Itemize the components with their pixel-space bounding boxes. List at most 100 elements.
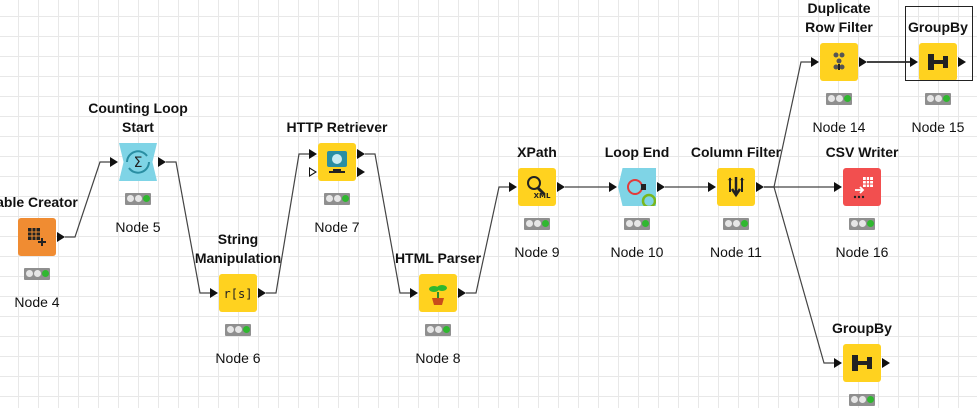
output-port[interactable]: [258, 288, 266, 298]
node-body[interactable]: Column Filter ++ Node 11: [676, 144, 796, 260]
connection-line[interactable]: [466, 186, 509, 294]
duplicate-filter-icon[interactable]: [820, 43, 858, 81]
node-title: GroupBy: [908, 19, 968, 35]
input-port[interactable]: [210, 288, 218, 298]
node-status-traffic-light: [24, 268, 50, 280]
plant-parser-icon[interactable]: [419, 274, 457, 312]
node-status-traffic-light: [125, 193, 151, 205]
output-port[interactable]: [859, 57, 867, 67]
node-status-traffic-light: [925, 93, 951, 105]
node-title: CSV Writer: [825, 144, 899, 160]
sigma-loop-icon[interactable]: Σ: [119, 143, 157, 181]
input-port[interactable]: [410, 288, 418, 298]
output-port[interactable]: [756, 182, 764, 192]
node-body[interactable]: String Manipulation r[s] Node 6: [178, 231, 298, 366]
node-label: Node 7: [314, 219, 360, 235]
input-port[interactable]: [609, 182, 617, 192]
output-port[interactable]: [57, 232, 65, 242]
svg-text:XML: XML: [534, 192, 551, 200]
input-port[interactable]: [309, 149, 317, 159]
node-status-traffic-light: [425, 324, 451, 336]
output-port[interactable]: [357, 167, 365, 177]
output-port[interactable]: [357, 149, 365, 159]
node-status-traffic-light: [524, 218, 550, 230]
node-label: Node 14: [812, 119, 866, 135]
connection-line[interactable]: [764, 186, 834, 364]
input-port[interactable]: [910, 57, 918, 67]
node-status-traffic-light: [723, 218, 749, 230]
workflow-node[interactable]: String Manipulation r[s] Node 6: [178, 231, 298, 366]
groupby-icon[interactable]: [919, 43, 957, 81]
node-status-traffic-light: [225, 324, 251, 336]
node-label: Node 5: [115, 219, 161, 235]
output-port[interactable]: [657, 182, 665, 192]
xml-search-icon[interactable]: XML: [518, 168, 556, 206]
workflow-node[interactable]: Column Filter ++ Node 11: [676, 144, 796, 260]
node-status-traffic-light: [849, 394, 875, 406]
node-label: Node 6: [215, 350, 261, 366]
node-label: Node 4: [14, 294, 60, 310]
svg-text:r[s]: r[s]: [224, 287, 253, 301]
string-function-icon[interactable]: r[s]: [219, 274, 257, 312]
csv-writer-icon[interactable]: [843, 168, 881, 206]
node-title: HTTP Retriever: [286, 119, 388, 135]
node-title: HTML Parser: [394, 250, 482, 266]
input-port[interactable]: [309, 167, 317, 177]
output-port[interactable]: [458, 288, 466, 298]
input-port[interactable]: [110, 157, 118, 167]
svg-text:Σ: Σ: [134, 155, 143, 171]
output-port[interactable]: [557, 182, 565, 192]
node-label: Node 16: [835, 244, 889, 260]
groupby-icon[interactable]: [843, 344, 881, 382]
connection-line[interactable]: [65, 161, 110, 238]
input-port[interactable]: [708, 182, 716, 192]
input-port[interactable]: [509, 182, 517, 192]
node-title: Column Filter: [690, 144, 782, 160]
input-port[interactable]: [834, 358, 842, 368]
table-plus-icon[interactable]: [18, 218, 56, 256]
node-label: Node 8: [415, 350, 461, 366]
http-monitor-icon[interactable]: [318, 143, 356, 181]
loop-end-icon[interactable]: [618, 168, 656, 206]
output-port[interactable]: [882, 358, 890, 368]
input-port[interactable]: [834, 182, 842, 192]
node-label: Node 15: [911, 119, 965, 135]
node-title: String Manipulation: [194, 231, 282, 266]
node-label: Node 11: [710, 244, 762, 260]
connection-line[interactable]: [266, 153, 309, 294]
output-port[interactable]: [158, 157, 166, 167]
selection-frame: [905, 6, 973, 81]
node-title: able Creator: [0, 194, 78, 210]
workflow-node[interactable]: GroupBy: [802, 320, 922, 406]
node-status-traffic-light: [826, 93, 852, 105]
connection-line[interactable]: [166, 161, 210, 294]
input-port[interactable]: [811, 57, 819, 67]
node-body[interactable]: GroupBy: [802, 320, 922, 406]
node-title: Counting Loop Start: [88, 100, 188, 135]
node-title: Duplicate Row Filter: [805, 0, 873, 35]
connection-line[interactable]: [365, 153, 410, 294]
column-filter-icon[interactable]: ++: [717, 168, 755, 206]
output-port[interactable]: [958, 57, 966, 67]
node-label: Node 10: [610, 244, 664, 260]
node-status-traffic-light: [324, 193, 350, 205]
node-status-traffic-light: [849, 218, 875, 230]
